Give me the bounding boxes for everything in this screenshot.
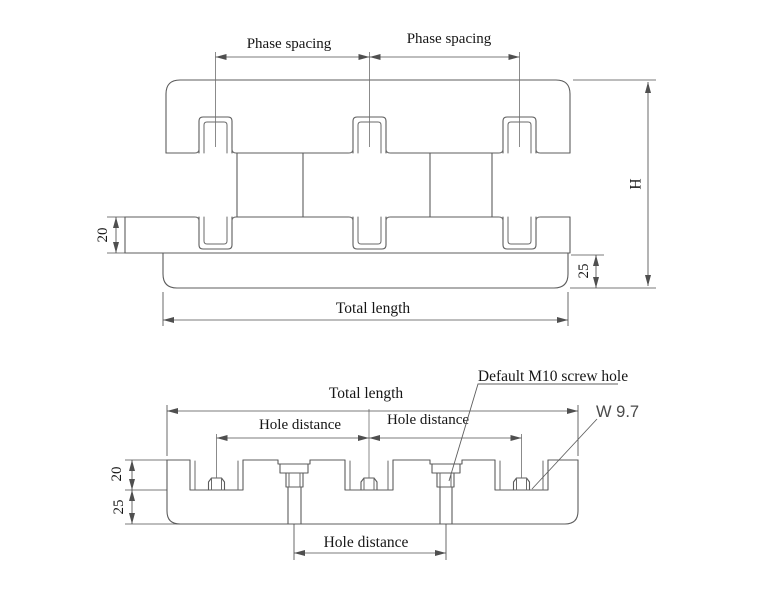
- label-hole-distance-top-right: Hole distance: [387, 412, 469, 428]
- dim-phase-spacing-left: Phase spacing: [215, 36, 370, 60]
- dim-total-length-bottom: Total length: [166, 385, 579, 456]
- label-total-length-bottom: Total length: [329, 385, 403, 402]
- label-hole-distance-bottom: Hole distance: [324, 534, 409, 551]
- bottom-bar-sides: [124, 216, 571, 254]
- phase-slot-bottom-middle: [348, 216, 391, 250]
- slot-width-leader-line: [531, 418, 598, 490]
- dim-phase-spacing-right: Phase spacing: [369, 31, 520, 60]
- base-bar-outline: [162, 252, 569, 289]
- label-height-h: H: [628, 178, 645, 189]
- dim-hole-distance-top-left: Hole distance: [216, 417, 369, 441]
- front-view: Phase spacing Phase spacing H 25 20: [95, 31, 656, 326]
- body-outline: [166, 459, 579, 525]
- phase-slot-bottom-right: [498, 216, 541, 250]
- m10-bolt-left: [277, 459, 311, 525]
- dim-recess-depth-20: 20: [109, 459, 167, 491]
- connector-block-lines: [236, 152, 493, 218]
- recess-middle: [344, 459, 394, 491]
- dim-hole-distance-bottom: Hole distance: [293, 524, 447, 560]
- bottom-view: Total length Hole distance Hole distance…: [109, 368, 639, 560]
- label-lower-thickness-25: 25: [111, 500, 127, 515]
- clamp-screw-left: [207, 477, 226, 491]
- top-bar-outline: [165, 79, 571, 154]
- recess-left: [189, 459, 244, 491]
- m10-bolt-right: [429, 459, 463, 525]
- clamp-screw-middle: [360, 477, 378, 491]
- dim-height-h: H: [570, 79, 656, 289]
- label-default-m10: Default M10 screw hole: [478, 368, 628, 385]
- phase-slot-bottom-left: [194, 216, 237, 250]
- dim-hole-distance-top-right: Hole distance: [369, 412, 522, 441]
- label-hole-distance-top-left: Hole distance: [259, 417, 341, 433]
- label-recess-depth-20: 20: [109, 467, 125, 482]
- clamp-screw-right: [512, 477, 531, 491]
- dim-tab-20: 20: [95, 216, 125, 254]
- label-tab-20: 20: [95, 228, 111, 243]
- phase-center-lines: [215, 52, 520, 147]
- recess-right: [494, 459, 549, 491]
- note-default-m10: Default M10 screw hole: [448, 368, 628, 482]
- label-phase-spacing-right: Phase spacing: [407, 31, 492, 47]
- m10-leader-line: [448, 383, 618, 482]
- label-slot-width: W 9.7: [596, 403, 639, 421]
- label-total-length-front: Total length: [336, 300, 410, 317]
- screw-center-lines: [216, 409, 522, 478]
- label-phase-spacing-left: Phase spacing: [247, 36, 332, 52]
- dim-base-25: 25: [571, 254, 604, 288]
- dim-lower-thickness-25: 25: [111, 490, 180, 525]
- dim-total-length-front: Total length: [162, 292, 569, 326]
- label-base-25: 25: [576, 264, 592, 279]
- note-slot-width: W 9.7: [531, 403, 639, 490]
